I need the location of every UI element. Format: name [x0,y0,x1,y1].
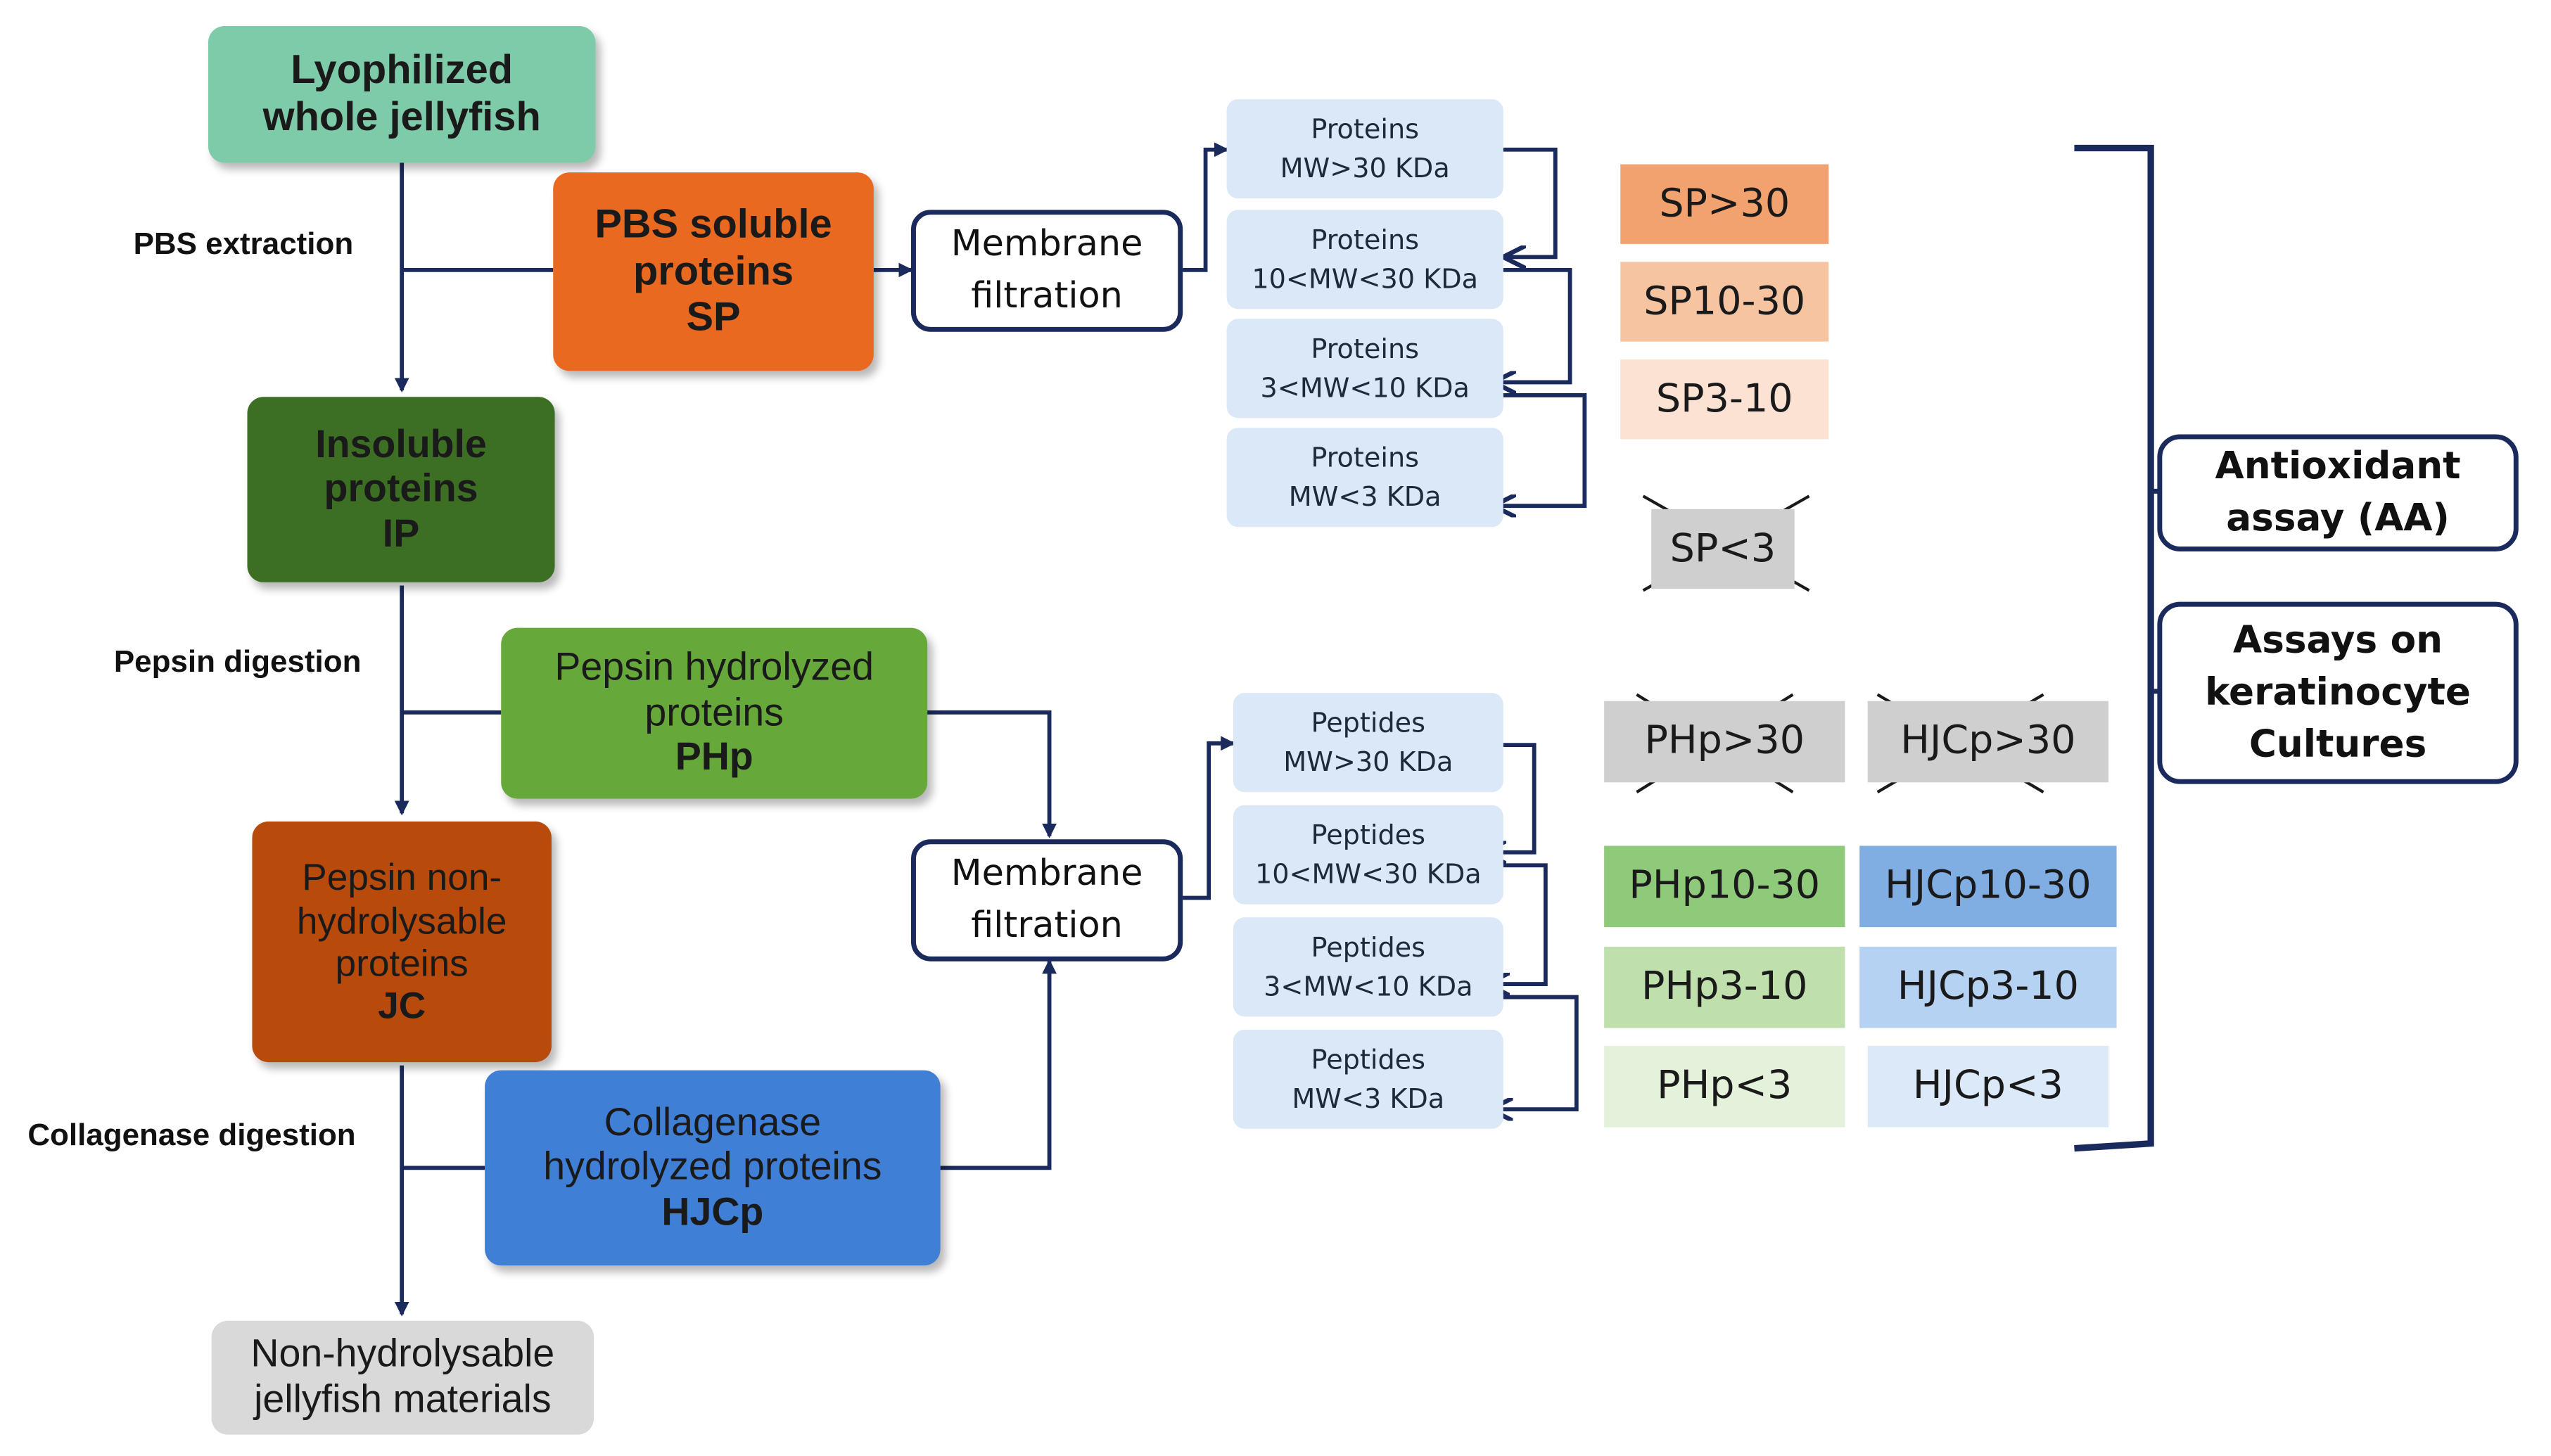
peptide-fraction-10-30: Peptides 10<MW<30 KDa [1233,805,1503,905]
arrow-php-membrane [927,710,1057,838]
peptide-fraction-title: Peptides [1311,1045,1426,1076]
tag-sp-10-30: SP10-30 [1620,262,1829,342]
membrane-filtration-1: Membrane filtration [911,210,1183,332]
tag-sp-lt3-excluded: SP<3 [1651,509,1795,589]
ip-line1: Insoluble [315,422,487,466]
jc-line4: JC [378,985,426,1028]
peptide-fraction-range: 3<MW<10 KDa [1264,970,1473,1002]
hjcp-line2: hydrolyzed proteins [543,1145,882,1189]
protein-fraction-range: MW<3 KDa [1288,480,1442,512]
peptide-fraction-range: MW>30 KDa [1283,746,1453,777]
protein-fraction-3-10: Proteins 3<MW<10 KDa [1226,319,1503,419]
step-pepsin-digestion: Pepsin digestion [113,646,362,680]
protein-fraction-title: Proteins [1311,114,1420,146]
protein-fraction-gt30: Proteins MW>30 KDa [1226,99,1503,199]
cascade-peptide-1 [1487,743,1537,852]
cascade-protein-2 [1497,267,1572,383]
antioxidant-assay-box: Antioxidant assay (AA) [2157,434,2519,551]
keratinocyte-line3: Cultures [2248,724,2427,767]
membrane-1-line1: Membrane [950,224,1143,265]
peptide-fraction-title: Peptides [1311,933,1426,964]
sp-box: PBS soluble proteins SP [553,172,874,371]
keratinocyte-assay-box: Assays on keratinocyte Cultures [2157,601,2519,784]
cascade-peptide-2 [1490,863,1548,984]
ip-box: Insoluble proteins IP [247,397,555,582]
lyophilized-jellyfish-box: Lyophilized whole jellyfish [208,26,596,163]
peptide-fraction-3-10: Peptides 3<MW<10 KDa [1233,917,1503,1017]
peptide-fraction-range: MW<3 KDa [1292,1082,1445,1113]
hjcp-line3: HJCp [661,1190,764,1234]
sp-line1: PBS soluble [594,201,832,248]
php-box: Pepsin hydrolyzed proteins PHp [501,627,928,799]
cascade-protein-3 [1497,393,1587,506]
step-collagenase-digestion: Collagenase digestion [27,1119,356,1154]
arrow-hjcp-membrane [940,959,1057,1170]
membrane-2-line2: filtration [971,905,1123,946]
tag-hjcp-10-30: HJCp10-30 [1859,845,2117,928]
protein-fraction-lt3: Proteins MW<3 KDa [1226,428,1503,528]
php-line2: proteins [644,691,784,735]
tag-php-10-30: PHp10-30 [1604,845,1845,928]
cascade-protein-1 [1503,147,1558,257]
tag-php-lt3: PHp<3 [1604,1045,1845,1128]
hjcp-line1: Collagenase [604,1100,822,1145]
antioxidant-line2: assay (AA) [2226,497,2450,540]
protein-fraction-10-30: Proteins 10<MW<30 KDa [1226,210,1503,309]
nonhydro-line1: Non-hydrolysable [250,1332,555,1377]
antioxidant-line1: Antioxidant [2215,445,2461,488]
sp-line3: SP [686,295,741,341]
ip-line2: proteins [324,467,478,511]
jc-line3: proteins [335,941,469,985]
tag-sp-3-10: SP3-10 [1620,359,1829,440]
peptide-fraction-title: Peptides [1311,820,1426,852]
membrane-2-line1: Membrane [950,853,1143,894]
peptide-fraction-range: 10<MW<30 KDa [1254,857,1482,889]
tag-hjcp-3-10: HJCp3-10 [1859,946,2117,1028]
protein-fraction-title: Proteins [1311,442,1420,474]
nonhydro-line2: jellyfish materials [254,1377,552,1422]
cascade-peptide-3 [1494,995,1579,1110]
step-pbs-extraction: PBS extraction [133,227,354,262]
keratinocyte-line2: keratinocyte [2205,671,2472,714]
peptide-fraction-lt3: Peptides MW<3 KDa [1233,1029,1503,1129]
peptide-fraction-title: Peptides [1311,708,1426,739]
membrane-1-line2: filtration [971,275,1123,317]
results-bracket [2074,144,2154,1152]
tag-php-gt30-excluded: PHp>30 [1604,701,1845,783]
tag-sp-gt30: SP>30 [1620,164,1829,244]
php-line3: PHp [675,735,753,780]
tag-php-3-10: PHp3-10 [1604,946,1845,1028]
arrow-membrane-peptides [1183,736,1235,900]
jc-box: Pepsin non- hydrolysable proteins JC [252,821,552,1063]
nonhydro-box: Non-hydrolysable jellyfish materials [211,1320,594,1435]
protein-fraction-range: 10<MW<30 KDa [1252,262,1478,294]
arrow-membrane-proteins [1183,142,1229,272]
peptide-fraction-gt30: Peptides MW>30 KDa [1233,693,1503,793]
hjcp-box: Collagenase hydrolyzed proteins HJCp [485,1070,941,1266]
keratinocyte-line1: Assays on [2233,619,2443,662]
sp-line2: proteins [632,248,794,294]
lyophilized-line1: Lyophilized [291,47,514,94]
protein-fraction-range: 3<MW<10 KDa [1260,371,1470,403]
php-line1: Pepsin hydrolyzed [554,646,874,690]
protein-fraction-range: MW>30 KDa [1280,152,1450,184]
protein-fraction-title: Proteins [1311,334,1420,365]
lyophilized-line2: whole jellyfish [262,94,541,140]
jc-line1: Pepsin non- [302,855,502,898]
protein-fraction-title: Proteins [1311,225,1420,257]
tag-hjcp-gt30-excluded: HJCp>30 [1867,701,2108,783]
membrane-filtration-2: Membrane filtration [911,839,1183,962]
ip-line3: IP [382,511,420,556]
jc-line2: hydrolysable [296,898,507,941]
tag-hjcp-lt3: HJCp<3 [1867,1045,2108,1128]
